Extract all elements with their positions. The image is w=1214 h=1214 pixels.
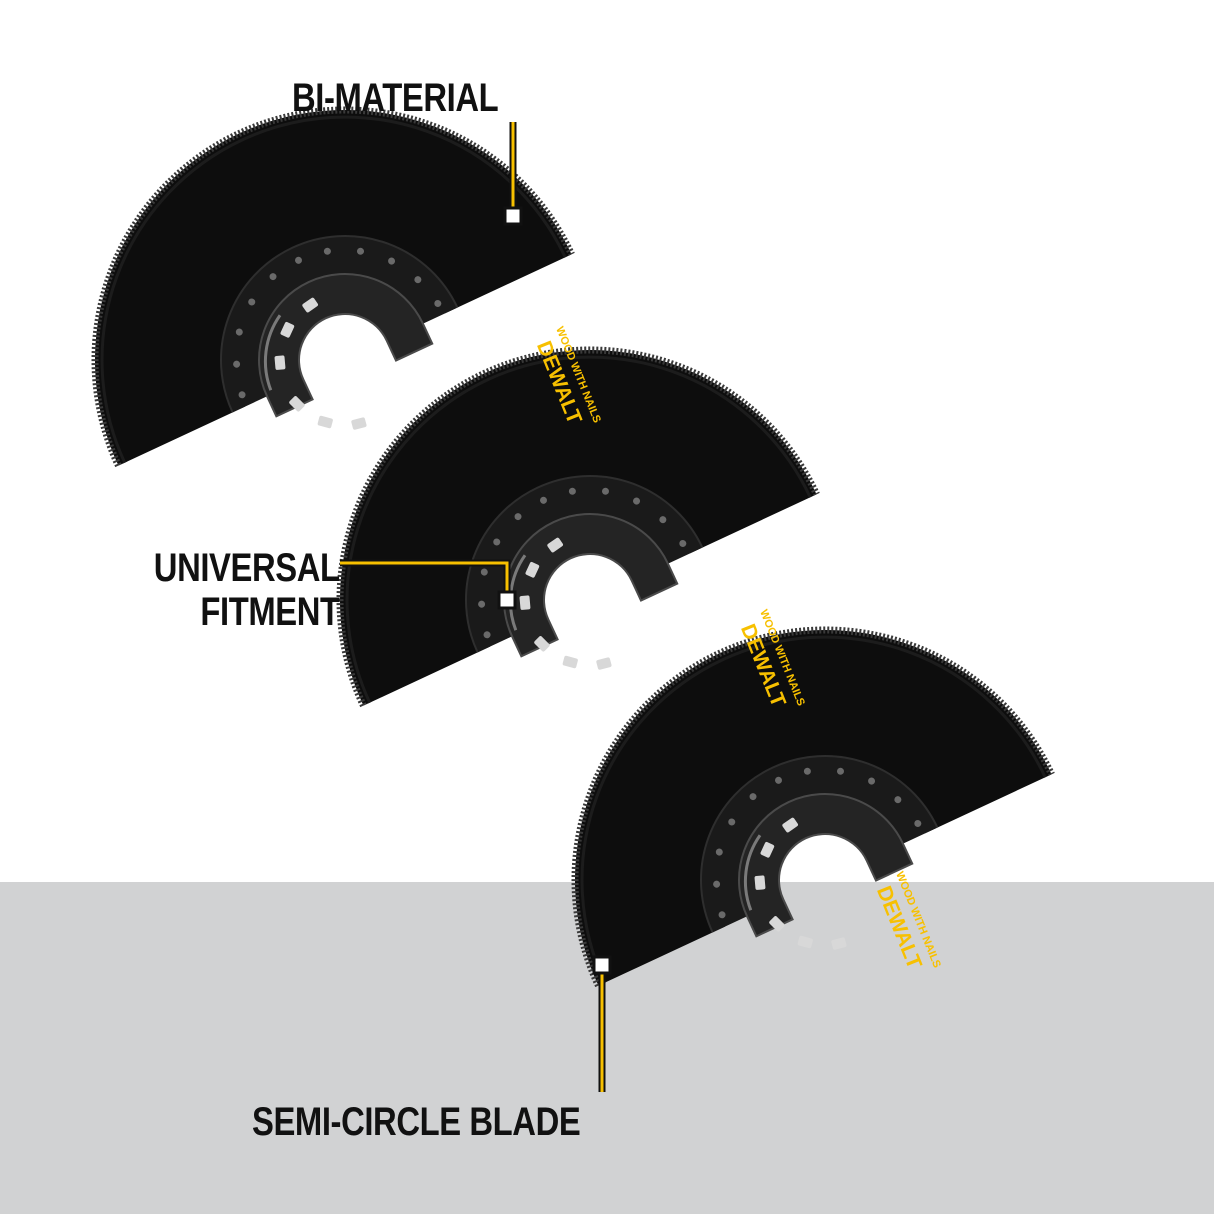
callout-bi-material: BI-MATERIAL — [292, 76, 499, 120]
callout-semi-circle-blade: SEMI-CIRCLE BLADE — [252, 1100, 581, 1144]
leader-semi-circle-blade — [592, 955, 612, 1092]
leader-universal-fitment — [340, 559, 517, 610]
callout-universal-fitment: UNIVERSAL FITMENT — [154, 546, 340, 634]
callout-universal-line1: UNIVERSAL — [154, 546, 340, 590]
leader-bi-material — [503, 122, 523, 226]
blade-bottom — [493, 548, 1081, 1049]
callout-universal-line2: FITMENT — [200, 590, 341, 634]
